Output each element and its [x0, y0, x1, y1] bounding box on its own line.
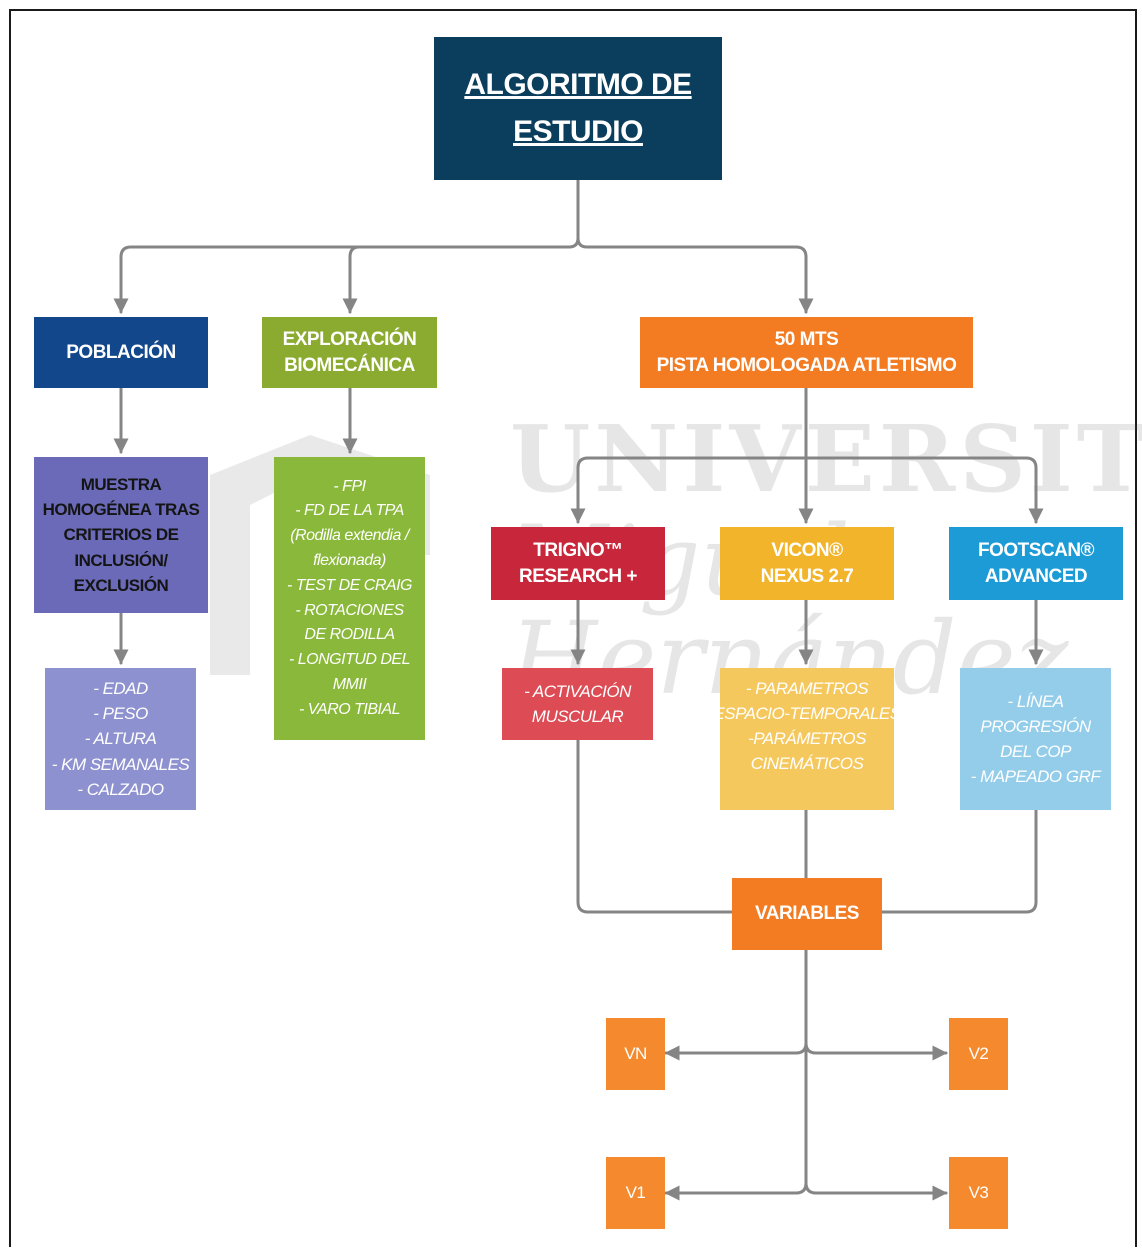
footscan-line: FOOTSCAN®	[977, 539, 1095, 561]
exploracion-item: - FPI	[333, 477, 366, 495]
trigno-box: TRIGNO™ RESEARCH +	[491, 527, 665, 600]
connector-variables-vn	[664, 1041, 808, 1061]
footscan-item: PROGRESIÓN	[980, 716, 1091, 736]
demografico-item: - EDAD	[93, 679, 148, 699]
muestra-line: EXCLUSIÓN	[73, 575, 169, 595]
connector-pista-footscan	[804, 456, 1044, 524]
connector-variables-v2	[804, 1041, 948, 1061]
muestra-box: MUESTRA HOMOGÉNEA TRAS CRITERIOS DE INCL…	[34, 457, 208, 613]
trigno-item: MUSCULAR	[531, 707, 624, 726]
vicon-line: VICON®	[771, 539, 843, 561]
exploracion-item: - TEST DE CRAIG	[287, 576, 412, 594]
footscan-items-box: - LÍNEA PROGRESIÓN DEL COP - MAPEADO GRF	[960, 668, 1111, 810]
muestra-line: CRITERIOS DE	[63, 525, 179, 545]
output-vn-box: VN	[606, 1018, 665, 1090]
connector-variables-trunk	[804, 948, 948, 1201]
exploracion-item: DE RODILLA	[304, 626, 395, 644]
footscan-line: ADVANCED	[984, 565, 1088, 587]
trigno-line: TRIGNO™	[533, 539, 623, 561]
muestra-line: HOMOGÉNEA TRAS	[42, 500, 200, 520]
variables-label: VARIABLES	[755, 903, 859, 925]
connector-variables-v1	[664, 1181, 808, 1201]
pista-line: PISTA HOMOLOGADA ATLETISMO	[656, 354, 957, 376]
exploracion-line: EXPLORACIÓN	[282, 328, 417, 350]
connector-trigno-variables	[576, 738, 734, 914]
output-v1-box: V1	[606, 1157, 665, 1229]
demografico-item: - KM SEMANALES	[51, 754, 190, 774]
exploracion-item: - FD DE LA TPA	[295, 502, 404, 520]
demografico-item: - ALTURA	[84, 729, 157, 749]
vicon-item: - PARAMETROS	[745, 679, 869, 698]
study-algorithm-title: ALGORITMO DE ESTUDIO	[434, 37, 722, 180]
vicon-items-box: - PARAMETROS ESPACIO-TEMPORALES -PARÁMET…	[713, 668, 901, 810]
output-v2-label: V2	[968, 1043, 989, 1063]
exploracion-item: - ROTACIONES	[295, 601, 404, 619]
demograficos-box: - EDAD - PESO - ALTURA - KM SEMANALES - …	[45, 668, 196, 810]
output-v3-box: V3	[949, 1157, 1008, 1229]
pista-box: 50 MTS PISTA HOMOLOGADA ATLETISMO	[640, 317, 973, 388]
output-vn-label: VN	[624, 1043, 647, 1063]
trigno-line: RESEARCH +	[519, 565, 638, 587]
exploracion-line: BIOMECÁNICA	[284, 354, 415, 376]
vicon-box: VICON® NEXUS 2.7	[720, 527, 894, 600]
muestra-line: MUESTRA	[80, 475, 162, 495]
exploracion-box: EXPLORACIÓN BIOMECÁNICA	[262, 317, 437, 388]
demografico-item: - CALZADO	[77, 779, 164, 799]
output-v3-label: V3	[968, 1182, 989, 1202]
exploracion-item: (Rodilla extendia /	[290, 527, 409, 545]
trigno-item: - ACTIVACIÓN	[524, 681, 631, 701]
exploracion-item: - VARO TIBIAL	[298, 700, 401, 718]
title-line: ALGORITMO DE	[464, 68, 692, 101]
title-line: ESTUDIO	[513, 114, 643, 148]
output-v1-label: V1	[625, 1182, 646, 1202]
poblacion-label: POBLACIÓN	[66, 341, 176, 363]
vicon-item: CINEMÁTICOS	[750, 754, 864, 774]
footscan-item: - MAPEADO GRF	[970, 767, 1101, 787]
variables-box: VARIABLES	[732, 878, 882, 950]
footscan-box: FOOTSCAN® ADVANCED	[949, 527, 1123, 600]
poblacion-box: POBLACIÓN	[34, 317, 208, 388]
exploracion-item: - LONGITUD DEL	[288, 651, 411, 669]
exploracion-items-box: - FPI - FD DE LA TPA (Rodilla extendia /…	[274, 457, 425, 740]
connector-pista-devices	[578, 386, 808, 522]
connector-title-pista	[576, 236, 814, 314]
output-v2-box: V2	[949, 1018, 1008, 1090]
exploracion-item: flexionada)	[313, 551, 386, 569]
vicon-line: NEXUS 2.7	[760, 565, 854, 587]
footscan-item: DEL COP	[1000, 742, 1071, 761]
pista-line: 50 MTS	[774, 328, 839, 350]
trigno-items-box: - ACTIVACIÓN MUSCULAR	[502, 668, 653, 740]
vicon-item: -PARÁMETROS	[748, 729, 866, 749]
connector-footscan-variables	[880, 808, 1038, 914]
exploracion-item: MMII	[332, 675, 367, 693]
vicon-item: ESPACIO-TEMPORALES	[713, 704, 901, 724]
demografico-item: - PESO	[93, 704, 148, 724]
footscan-item: - LÍNEA	[1007, 691, 1064, 711]
connector-title-exploracion	[342, 245, 361, 314]
diagram-frame	[9, 9, 1137, 1247]
muestra-line: INCLUSIÓN/	[74, 550, 168, 570]
